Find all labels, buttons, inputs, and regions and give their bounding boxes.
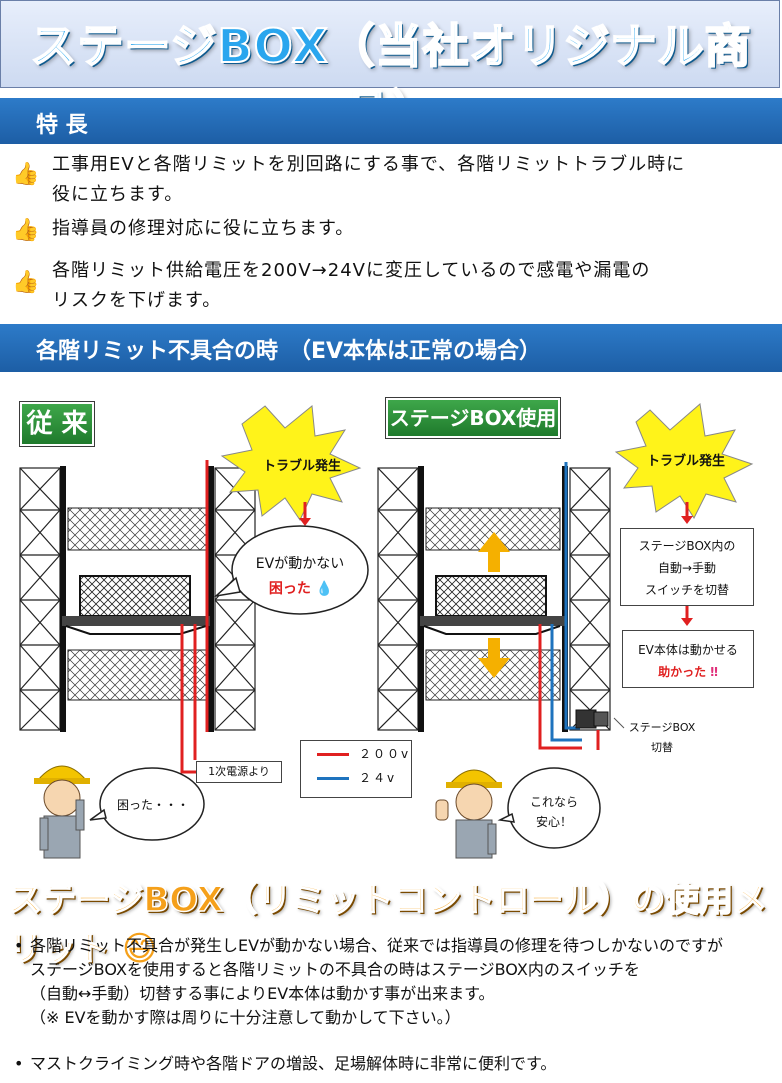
- switch-instruction-box: ステージBOX内の 自動→手動 スイッチを切替: [620, 528, 754, 606]
- merit-item-2: • マストクライミング時や各階ドアの増設、足場解体時に非常に便利です。: [14, 1054, 557, 1073]
- worker-bubble-left: 困った・・・: [116, 798, 189, 812]
- worker-bubble-right: これなら 安心！: [529, 795, 578, 829]
- worried-worker-illustration: [34, 765, 90, 859]
- feature-item-1: 工事用EVと各階リミットを別回路にする事で、各階リミットトラブル時に 役に立ちま…: [52, 154, 686, 205]
- thumbs-up-icon: 👍: [12, 162, 40, 187]
- sweat-drop-icon: 💧: [315, 581, 334, 597]
- case-heading: 各階リミット不具合の時 （EV本体は正常の場合）: [36, 339, 542, 364]
- stage-box-icon: [575, 709, 597, 729]
- conventional-tag: 従 来: [20, 402, 94, 446]
- feature-item-2: 指導員の修理対応に役に立ちます。: [52, 218, 355, 239]
- thumbs-up-icon: 👍: [12, 270, 40, 295]
- smile-emoji-icon: 😄: [121, 929, 158, 969]
- exclamation-icon: ‼: [710, 665, 718, 679]
- primary-power-label: 1次電源より: [196, 761, 282, 783]
- trouble-burst-label-left: トラブル発生: [262, 459, 341, 474]
- features-heading-bar: 特 長: [0, 98, 782, 144]
- ev-stopped-text: EVが動かない: [255, 556, 345, 572]
- legend-swatch-24v: [317, 777, 349, 780]
- left-mast: [60, 466, 66, 732]
- title-banner: [0, 0, 780, 88]
- trouble-text: 困った 💧: [268, 581, 334, 597]
- stagebox-switch-label: ステージBOX 切替: [628, 721, 696, 754]
- merit-item-1: • 各階リミット不具合が発生しEVが動かない場合、従来では指導員の修理を待つしか…: [14, 936, 724, 1027]
- stagebox-tag: ステージBOX使用: [386, 398, 560, 438]
- voltage-legend: ２００v ２４v: [300, 740, 412, 798]
- legend-swatch-200v: [317, 753, 349, 756]
- happy-worker-illustration: [435, 769, 502, 859]
- case-heading-bar: 各階リミット不具合の時 （EV本体は正常の場合）: [0, 324, 782, 372]
- feature-item-3: 各階リミット供給電圧を200V→24Vに変圧しているので感電や漏電の リスクを下…: [52, 260, 651, 311]
- comparison-diagram: [19, 403, 754, 859]
- features-heading: 特 長: [36, 113, 88, 138]
- thumbs-up-icon: 👍: [12, 218, 40, 243]
- ev-movable-box: EV本体は動かせる 助かった ‼: [622, 630, 754, 688]
- merits-heading: ステージBOX（リミットコントロール）の使用メリット 😄: [7, 879, 768, 970]
- trouble-burst-label-right: トラブル発生: [646, 454, 725, 469]
